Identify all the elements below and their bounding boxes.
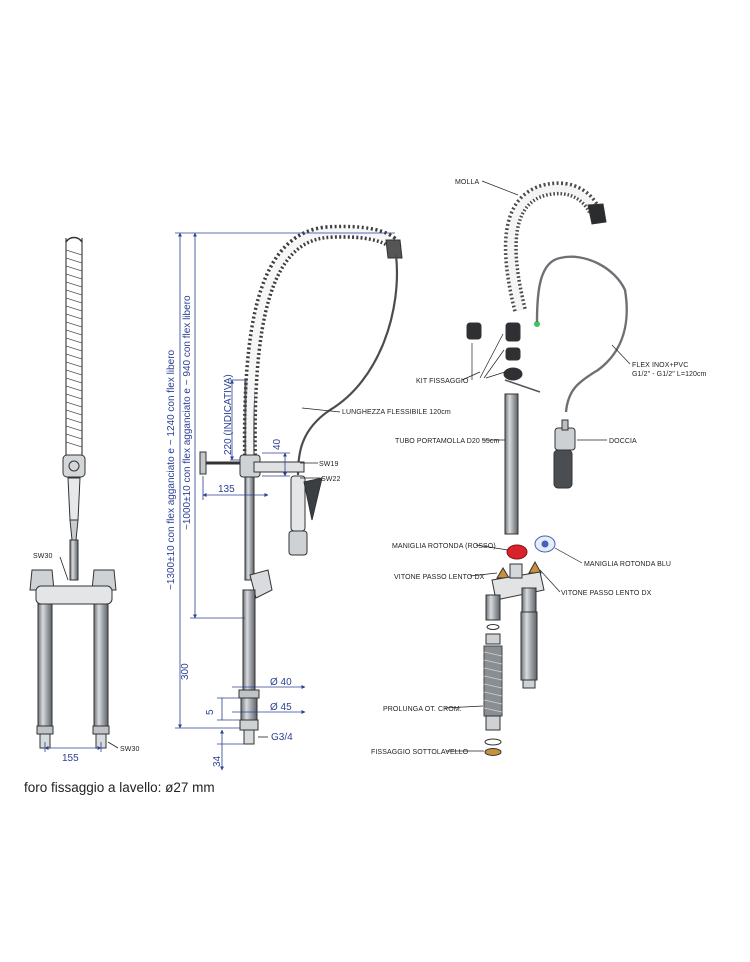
label-flex-line1: FLEX INOX+PVC <box>632 362 688 369</box>
label-tubo-portamolla: TUBO PORTAMOLLA D20 55cm <box>395 438 500 445</box>
label-vitone-left: VITONE PASSO LENTO DX <box>394 574 485 581</box>
front-view <box>29 236 117 749</box>
label-flex-line2: G1/2" - G1/2" L=120cm <box>632 371 707 378</box>
label-prolunga: PROLUNGA OT. CROM. <box>383 706 462 713</box>
side-hose <box>296 254 398 476</box>
dim-135: 135 <box>218 484 235 495</box>
label-maniglia-blu: MANIGLIA ROTONDA BLU <box>584 561 671 568</box>
dim-5: 5 <box>205 709 216 715</box>
dim-40-vertical: 40 <box>272 438 283 450</box>
side-view <box>199 224 403 745</box>
label-sw22: SW22 <box>321 476 340 483</box>
side-dimensions <box>175 232 395 771</box>
label-fissaggio-sottolavello: FISSAGGIO SOTTOLAVELLO <box>371 749 469 756</box>
handle-red <box>506 544 528 560</box>
label-molla: MOLLA <box>455 179 479 186</box>
label-sw30-bottom: SW30 <box>120 746 139 753</box>
side-spring <box>242 224 403 461</box>
dim-300: 300 <box>180 663 191 680</box>
dim-34: 34 <box>212 755 223 767</box>
label-sw30-front: SW30 <box>33 553 52 560</box>
dim-220-indicativa: 220 (INDICATIVA) <box>223 374 234 455</box>
dim-diameter-40: Ø 40 <box>270 677 292 688</box>
dim-height-hooked: ~1300±10 con flex agganciato e ~ 1240 co… <box>166 349 177 590</box>
brass-nut <box>484 748 502 756</box>
prolunga <box>483 645 503 717</box>
nozzle-green <box>534 321 540 327</box>
exploded-flex-hose <box>535 255 628 413</box>
label-doccia: DOCCIA <box>609 438 637 445</box>
label-vitone-right: VITONE PASSO LENTO DX <box>561 590 652 597</box>
exploded-view <box>444 180 631 756</box>
label-maniglia-rossa: MANIGLIA ROTONDA (ROSSO) <box>392 543 496 550</box>
label-sw19: SW19 <box>319 461 338 468</box>
dim-diameter-45: Ø 45 <box>270 702 292 713</box>
dim-g34: G3/4 <box>271 732 293 743</box>
front-dimensions <box>44 556 119 752</box>
dim-height-free: ~1000±10 con flex agganciato e ~ 940 con… <box>182 295 193 530</box>
front-spring-coils <box>65 249 83 448</box>
label-kit-fissaggio: KIT FISSAGGIO <box>416 378 469 385</box>
label-hose-length: LUNGHEZZA FLESSIBILE 120cm <box>342 409 451 416</box>
dim-155: 155 <box>62 753 79 764</box>
mounting-hole-caption: foro fissaggio a lavello: ø27 mm <box>24 780 215 795</box>
